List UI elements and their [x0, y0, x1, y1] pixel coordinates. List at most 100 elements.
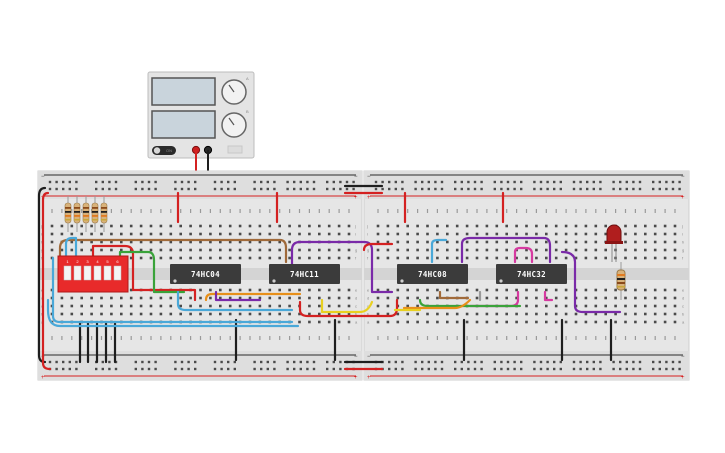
row-label: f	[682, 256, 684, 261]
row-label: i	[682, 232, 683, 237]
dip-switch-key-number: 2	[76, 259, 79, 264]
wire-red[interactable]	[362, 242, 394, 252]
row-label: g	[367, 248, 369, 253]
row-label: h	[682, 240, 684, 245]
row-label: b	[355, 312, 358, 317]
rail-polarity-label: −	[354, 174, 358, 180]
wire-green[interactable]	[118, 250, 186, 294]
rail-polarity-label: −	[681, 354, 685, 360]
wire-blue[interactable]	[64, 236, 78, 258]
row-label: j	[681, 224, 683, 229]
dip-switch-key[interactable]	[83, 265, 92, 281]
row-label: d	[682, 296, 684, 301]
wire-purple[interactable]	[214, 290, 262, 302]
wires	[37, 184, 622, 371]
row-label: e	[682, 288, 685, 293]
ic-label-74hc04: 74HC04	[191, 270, 220, 279]
led-resistor[interactable]	[616, 262, 626, 300]
wire-red[interactable]	[298, 298, 399, 318]
power-loop-negative[interactable]	[37, 186, 47, 364]
ic-chip-1[interactable]: 74HC04	[170, 264, 241, 284]
dip-switch-key[interactable]	[113, 265, 122, 281]
breadboard-holes	[374, 180, 681, 371]
dip-switch-key[interactable]	[73, 265, 82, 281]
psu-on-label: ON	[166, 148, 172, 153]
breadboards: jjiihhggffeeddccbbaa−+−+−+−+jjiihhggffee…	[37, 170, 690, 381]
row-label: j	[354, 224, 356, 229]
wire-blue[interactable]	[430, 238, 448, 264]
row-label: b	[367, 312, 370, 317]
rail-polarity-label: +	[367, 375, 371, 381]
wire-blue[interactable]	[51, 256, 294, 324]
wire-magenta[interactable]	[543, 290, 554, 302]
row-label: i	[355, 232, 356, 237]
row-label: e	[355, 288, 358, 293]
row-label: g	[682, 248, 684, 253]
wire-brown[interactable]	[58, 238, 288, 264]
dip-switch[interactable]: 1 2 3 4 5 6	[57, 255, 129, 293]
wire-purple[interactable]	[290, 240, 394, 294]
power-supply[interactable]: A B ON	[147, 71, 255, 159]
wire-red[interactable]	[91, 244, 197, 302]
rail-polarity-label: +	[681, 375, 685, 381]
row-label: f	[355, 256, 357, 261]
wire-brown[interactable]	[438, 290, 470, 300]
ic-chip-2[interactable]: 74HC11	[269, 264, 340, 284]
row-label: j	[40, 224, 42, 229]
rail-polarity-label: +	[681, 195, 685, 201]
wire-yellow[interactable]	[320, 298, 374, 314]
row-label: c	[367, 304, 369, 309]
rail-polarity-label: −	[367, 174, 371, 180]
row-label: d	[367, 296, 369, 301]
ic-label-74hc08: 74HC08	[418, 270, 447, 279]
wire-purple[interactable]	[560, 250, 622, 314]
row-label: j	[366, 224, 368, 229]
row-label: c	[355, 304, 357, 309]
row-label: c	[682, 304, 684, 309]
row-label: b	[682, 312, 685, 317]
wire-orange[interactable]	[204, 292, 302, 302]
row-label: i	[367, 232, 368, 237]
resistor-pack[interactable]	[64, 196, 108, 232]
ic-chip-3[interactable]: 74HC08	[397, 264, 468, 284]
wire-orange[interactable]	[402, 298, 472, 310]
dip-switch-key-number: 1	[66, 259, 69, 264]
wire-blue[interactable]	[176, 290, 294, 312]
led-red[interactable]	[605, 224, 623, 262]
psu-label-b: B	[246, 109, 249, 114]
dip-switch-key-number: 6	[116, 259, 119, 264]
psu-display-a	[151, 77, 216, 106]
power-loop-positive[interactable]	[41, 191, 52, 371]
row-label: f	[367, 256, 369, 261]
wire-green[interactable]	[418, 298, 522, 308]
psu-display-b	[151, 110, 216, 139]
ic-chip-4[interactable]: 74HC32	[496, 264, 567, 284]
rail-polarity-label: +	[367, 195, 371, 201]
rail-polarity-label: +	[354, 195, 358, 201]
row-label: g	[355, 248, 357, 253]
wire-blue[interactable]	[46, 298, 300, 328]
wire-purple[interactable]	[460, 236, 552, 264]
row-label: i	[41, 232, 42, 237]
rail-polarity-label: +	[354, 375, 358, 381]
dip-switch-key-number: 4	[96, 259, 99, 264]
dip-switch-key-number: 3	[86, 259, 89, 264]
psu-label-a: A	[246, 76, 249, 81]
ic-label-74hc11: 74HC11	[290, 270, 319, 279]
row-label: e	[367, 288, 370, 293]
dip-switch-key[interactable]	[63, 265, 72, 281]
rail-polarity-label: −	[367, 354, 371, 360]
row-label: a	[682, 320, 685, 325]
ic-label-74hc32: 74HC32	[517, 270, 546, 279]
rail-polarity-label: −	[681, 174, 685, 180]
row-label: a	[367, 320, 370, 325]
rail-polarity-label: −	[41, 174, 45, 180]
dip-switch-key[interactable]	[93, 265, 102, 281]
dip-switch-key[interactable]	[103, 265, 112, 281]
row-label: a	[355, 320, 358, 325]
rail-polarity-label: +	[41, 375, 45, 381]
row-label: d	[355, 296, 357, 301]
wire-magenta[interactable]	[513, 246, 534, 264]
dip-switch-key-number: 5	[106, 259, 109, 264]
